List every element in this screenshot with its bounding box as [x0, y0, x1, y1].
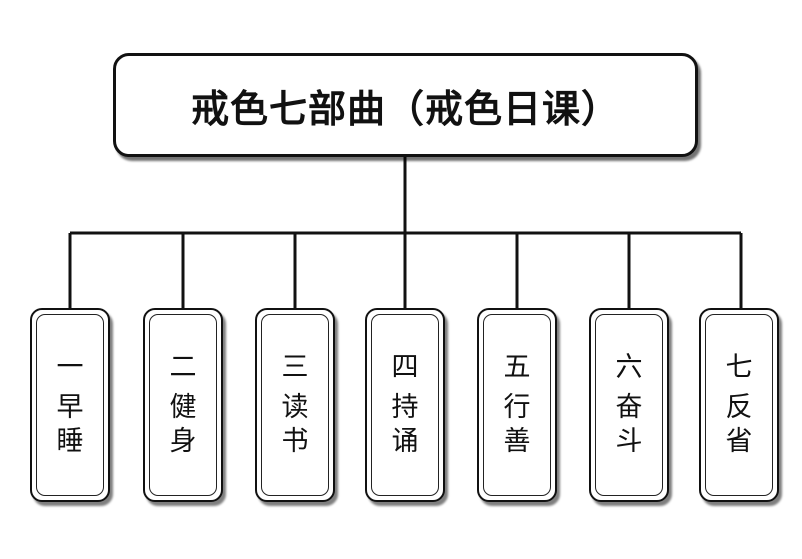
child-node-6: 六 奋 斗: [589, 308, 669, 502]
child-node-2: 二 健 身: [143, 308, 223, 502]
child-number: 六: [615, 352, 643, 383]
child-label-char: 奋: [615, 392, 643, 423]
child-label-char: 斗: [615, 426, 643, 457]
root-node: 戒色七部曲（戒色日课）: [113, 53, 698, 157]
child-node-frame: 四 持 诵: [371, 314, 439, 496]
child-label-char: 健: [169, 392, 197, 423]
child-node-frame: 五 行 善: [483, 314, 551, 496]
child-node-frame: 三 读 书: [261, 314, 329, 496]
child-number: 四: [391, 352, 419, 383]
child-node-frame: 七 反 省: [705, 314, 773, 496]
child-number: 五: [503, 352, 531, 383]
child-number: 一: [56, 352, 84, 383]
root-title: 戒色七部曲（戒色日课）: [190, 86, 620, 131]
child-number: 二: [169, 352, 197, 383]
child-node-frame: 六 奋 斗: [595, 314, 663, 496]
child-node-7: 七 反 省: [699, 308, 779, 502]
child-label-char: 睡: [56, 426, 84, 457]
child-node-1: 一 早 睡: [30, 308, 110, 502]
child-label-char: 反: [725, 392, 753, 423]
child-number: 七: [725, 352, 753, 383]
child-label-char: 身: [169, 426, 197, 457]
child-label-char: 省: [725, 426, 753, 457]
child-node-3: 三 读 书: [255, 308, 335, 502]
child-label-char: 持: [391, 392, 419, 423]
child-label-char: 读: [281, 392, 309, 423]
child-label-char: 诵: [391, 426, 419, 457]
child-node-5: 五 行 善: [477, 308, 557, 502]
child-label-char: 早: [56, 392, 84, 423]
child-node-4: 四 持 诵: [365, 308, 445, 502]
child-label-char: 善: [503, 426, 531, 457]
child-label-char: 行: [503, 392, 531, 423]
child-node-frame: 二 健 身: [149, 314, 217, 496]
child-node-frame: 一 早 睡: [36, 314, 104, 496]
child-label-char: 书: [281, 426, 309, 457]
child-number: 三: [281, 352, 309, 383]
